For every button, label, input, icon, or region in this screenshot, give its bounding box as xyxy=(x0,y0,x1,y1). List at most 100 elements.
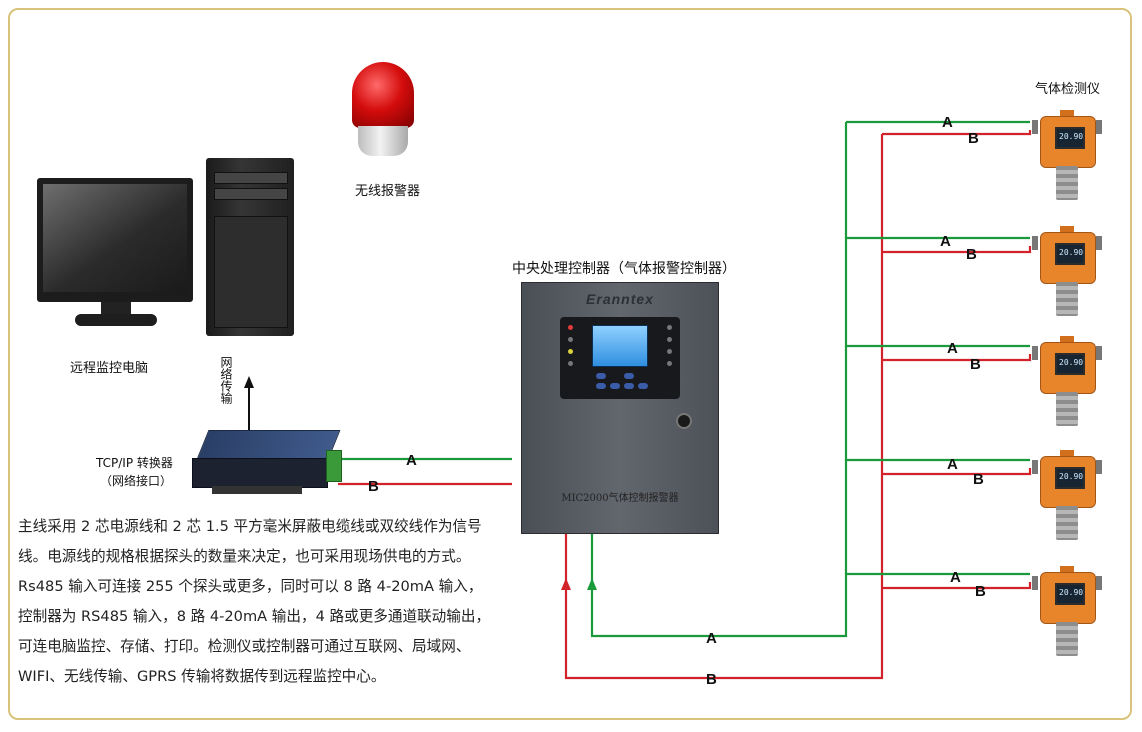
detector-mount xyxy=(1032,460,1038,474)
detector-reading: 20.90 xyxy=(1059,588,1084,597)
detector-sensor xyxy=(1056,282,1078,316)
lock-icon xyxy=(676,413,692,429)
detector-mount xyxy=(1096,576,1102,590)
detector-mount xyxy=(1032,576,1038,590)
detector-lcd: 20.90 xyxy=(1055,583,1085,605)
wire-b-label: B xyxy=(973,471,984,488)
remote-pc-label: 远程监控电脑 xyxy=(70,361,149,376)
gas-detector-icon: 20.90 xyxy=(1032,566,1102,658)
detector-sensor xyxy=(1056,622,1078,656)
detector-mount xyxy=(1096,236,1102,250)
wire-a-label: A xyxy=(947,340,958,357)
siren-icon xyxy=(352,62,414,158)
controller-lcd xyxy=(592,325,648,367)
pc-tower-icon xyxy=(206,158,294,336)
detector-mount xyxy=(1096,346,1102,360)
converter-front xyxy=(192,458,328,488)
diagram-frame xyxy=(8,8,1132,720)
network-transmission-label: 网络传输 xyxy=(219,356,233,404)
detector-lcd: 20.90 xyxy=(1055,243,1085,265)
wire-b-label: B xyxy=(706,671,717,688)
detector-mount xyxy=(1096,460,1102,474)
description-line: 主线采用 2 芯电源线和 2 芯 1.5 平方毫米屏蔽电缆线或双绞线作为信号 xyxy=(18,518,482,535)
gas-detector-label: 气体检测仪 xyxy=(1035,82,1101,97)
description-line: 可连电脑监控、存储、打印。检测仪或控制器可通过互联网、局域网、 xyxy=(18,638,471,655)
wire-b-label: B xyxy=(968,130,979,147)
detector-reading: 20.90 xyxy=(1059,472,1084,481)
siren-base xyxy=(358,126,408,156)
status-led xyxy=(667,361,672,366)
controller-panel xyxy=(560,317,680,399)
wire-b-label: B xyxy=(970,356,981,373)
wire-b-trunk xyxy=(564,134,884,680)
gas-detector-icon: 20.90 xyxy=(1032,226,1102,318)
key-button-icon xyxy=(624,373,634,379)
description-line: Rs485 输入可连接 255 个探头或更多，同时可以 8 路 4-20mA 输… xyxy=(18,578,483,595)
branch-1 xyxy=(846,120,1032,136)
description-text: 主线采用 2 芯电源线和 2 芯 1.5 平方毫米屏蔽电缆线或双绞线作为信号 线… xyxy=(18,512,538,692)
wire-a-label: A xyxy=(940,233,951,250)
status-led xyxy=(568,361,573,366)
branch-3 xyxy=(846,344,1032,362)
wire-b-label: B xyxy=(966,246,977,263)
description-line: WIFI、无线传输、GPRS 传输将数据传到远程监控中心。 xyxy=(18,668,386,685)
detector-housing: 20.90 xyxy=(1040,116,1096,168)
key-button-icon xyxy=(610,383,620,389)
controller-brand: Eranntex xyxy=(586,291,654,307)
gas-detector-icon: 20.90 xyxy=(1032,336,1102,428)
controller-model: MIC2000气体控制报警器 xyxy=(561,493,679,504)
gas-detector-icon: 20.90 xyxy=(1032,110,1102,202)
description-line: 控制器为 RS485 输入，8 路 4-20mA 输出，4 路或更多通道联动输出… xyxy=(18,608,491,625)
network-arrow xyxy=(244,376,254,388)
detector-mount xyxy=(1032,120,1038,134)
status-led xyxy=(667,325,672,330)
wire-a-trunk xyxy=(590,122,848,638)
detector-reading: 20.90 xyxy=(1059,358,1084,367)
detector-cap xyxy=(1060,226,1074,234)
wire-a-label: A xyxy=(942,114,953,131)
monitor-neck xyxy=(101,302,131,316)
wire-a-label: A xyxy=(947,456,958,473)
controller-icon: Eranntex MIC2000气体控制报警器 xyxy=(521,282,719,534)
gas-detector-icon: 20.90 xyxy=(1032,450,1102,542)
monitor-base xyxy=(75,314,157,326)
detector-mount xyxy=(1032,236,1038,250)
monitor-screen xyxy=(43,184,187,292)
drive-bay xyxy=(214,172,288,184)
tower-front-panel xyxy=(214,216,288,328)
tcpip-converter-icon xyxy=(192,430,342,496)
key-button-icon xyxy=(596,383,606,389)
key-button-icon xyxy=(638,383,648,389)
wire-b-label: B xyxy=(368,478,379,495)
detector-housing: 20.90 xyxy=(1040,342,1096,394)
key-button-icon xyxy=(624,383,634,389)
detector-cap xyxy=(1060,450,1074,458)
wire-a-label: A xyxy=(950,569,961,586)
status-led xyxy=(667,349,672,354)
detector-lcd: 20.90 xyxy=(1055,353,1085,375)
converter-terminal xyxy=(326,450,342,482)
network-port-label: （网络接口） xyxy=(100,474,173,488)
detector-sensor xyxy=(1056,392,1078,426)
detector-lcd: 20.90 xyxy=(1055,467,1085,489)
detector-reading: 20.90 xyxy=(1059,132,1084,141)
detector-housing: 20.90 xyxy=(1040,572,1096,624)
wire-a-label: A xyxy=(706,630,717,647)
controller-label: 中央处理控制器（气体报警控制器） xyxy=(512,261,736,277)
status-led xyxy=(568,349,573,354)
detector-sensor xyxy=(1056,506,1078,540)
detector-cap xyxy=(1060,336,1074,344)
status-led xyxy=(667,337,672,342)
status-led xyxy=(568,325,573,330)
monitor-icon xyxy=(37,178,193,326)
detector-housing: 20.90 xyxy=(1040,456,1096,508)
detector-housing: 20.90 xyxy=(1040,232,1096,284)
wire-b-label: B xyxy=(975,583,986,600)
branch-5 xyxy=(846,572,1032,590)
converter-label: TCP/IP 转换器 xyxy=(96,456,173,470)
wireless-alarm-label: 无线报警器 xyxy=(355,184,421,199)
detector-reading: 20.90 xyxy=(1059,248,1084,257)
converter-mount xyxy=(212,486,302,494)
detector-lcd: 20.90 xyxy=(1055,127,1085,149)
